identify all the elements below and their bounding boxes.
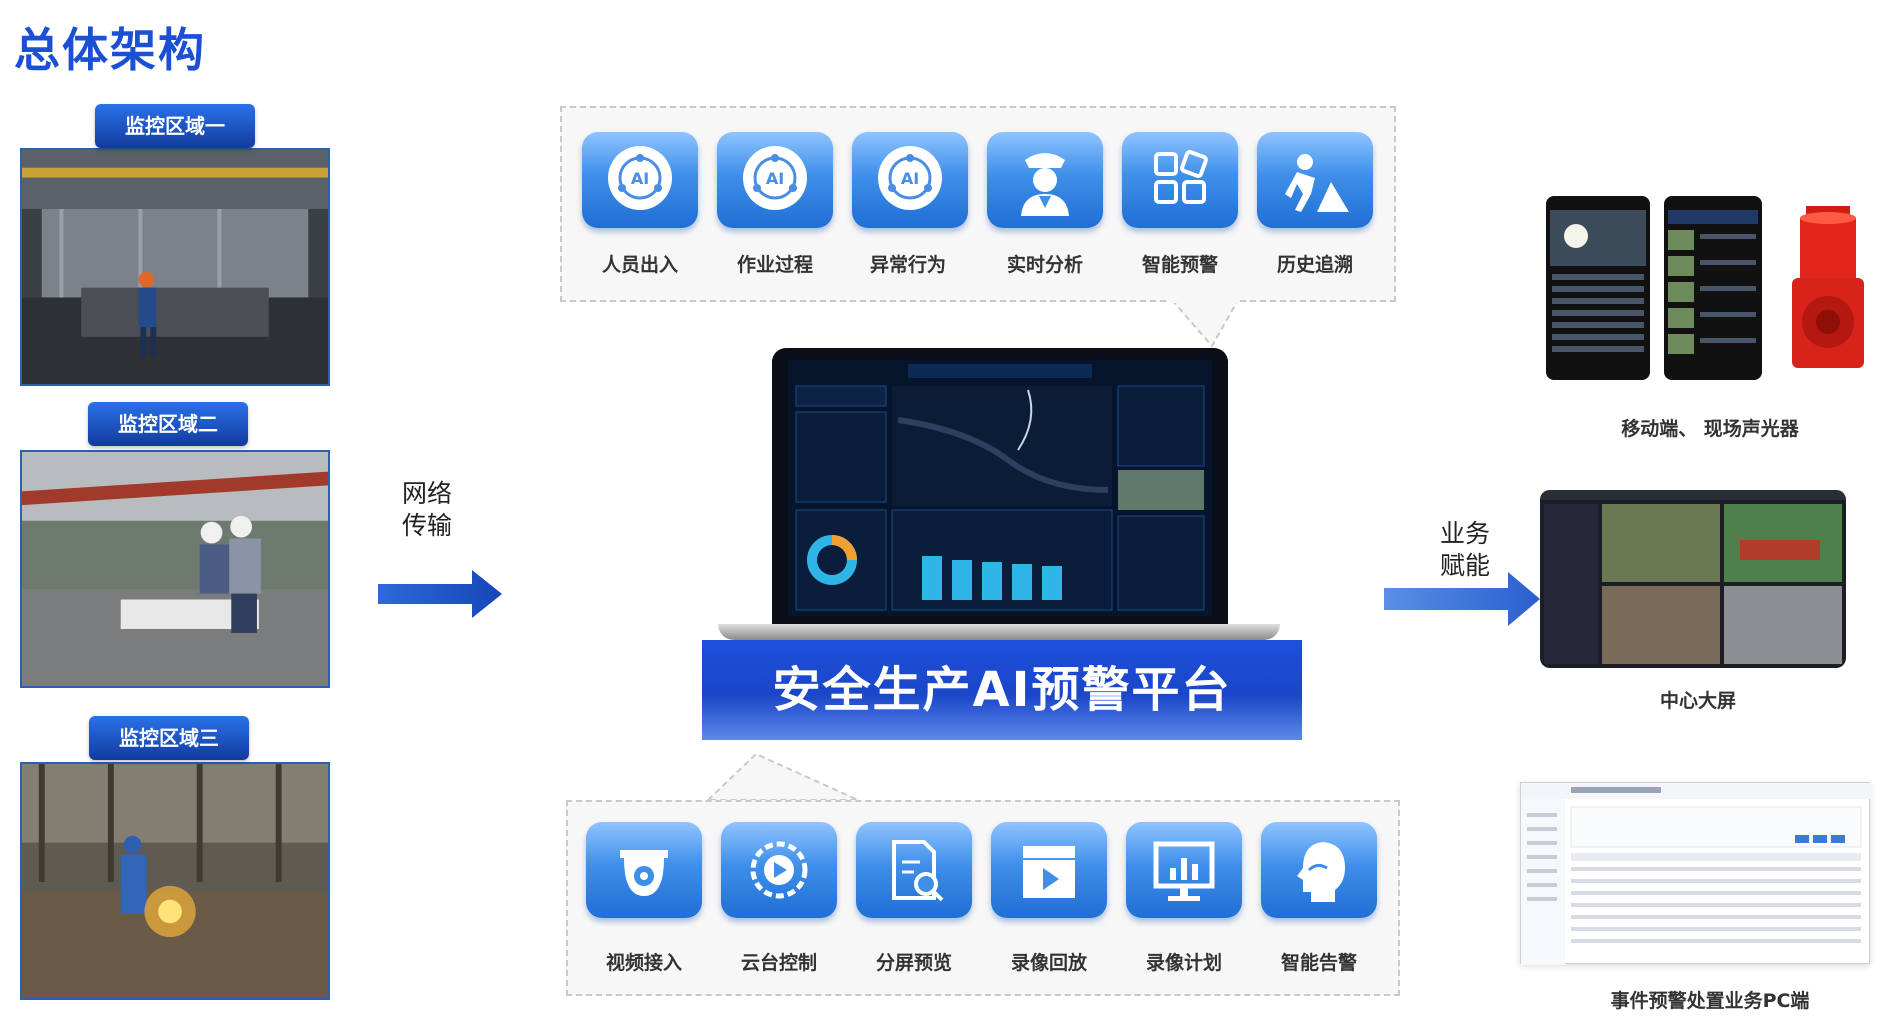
clapper-icon	[1023, 846, 1075, 898]
module-tile-workprocess[interactable]: AI	[717, 132, 833, 228]
dashboard-screenshot	[788, 360, 1212, 616]
svg-text:AI: AI	[901, 169, 919, 188]
module-label-workprocess: 作业过程	[736, 254, 813, 276]
right-flow-arrow	[1384, 572, 1540, 626]
ai-icon: AI	[608, 146, 672, 210]
module-tile-record-plan[interactable]	[1126, 822, 1242, 918]
dome-camera-icon	[620, 850, 668, 896]
module-label-warning: 智能预警	[1141, 254, 1218, 276]
pc-interface-screenshot	[1520, 782, 1871, 965]
right-arrow-caption: 业务 赋能	[1430, 518, 1500, 582]
module-label-abnormal: 异常行为	[869, 254, 946, 276]
module-label-ptz: 云台控制	[740, 952, 817, 974]
right-arrow-caption-line1: 业务	[1439, 519, 1490, 548]
left-arrow-caption: 网络 传输	[392, 478, 462, 542]
zone-label-1: 监控区域一	[95, 104, 255, 148]
module-tile-video-access[interactable]	[586, 822, 702, 918]
module-tile-warning[interactable]	[1122, 132, 1238, 228]
module-label-realtime: 实时分析	[1006, 254, 1083, 276]
module-label-history: 历史追溯	[1276, 254, 1353, 276]
monitor-chart-icon	[1153, 841, 1215, 901]
ai-icon: AI	[743, 146, 807, 210]
bottom-panel-pointer	[705, 752, 859, 801]
module-label-video-access: 视频接入	[605, 952, 682, 974]
module-label-playback: 录像回放	[1010, 952, 1087, 974]
officer-icon	[1021, 153, 1069, 216]
mobile-phone-1	[1546, 196, 1650, 380]
module-label-split-preview: 分屏预览	[875, 952, 952, 974]
laptop-screen	[772, 348, 1228, 626]
svg-text:AI: AI	[766, 169, 784, 188]
left-arrow-caption-line2: 传输	[401, 511, 452, 540]
module-label-record-plan: 录像计划	[1145, 952, 1222, 974]
module-tile-personnel[interactable]: AI	[582, 132, 698, 228]
output-label-bigscreen: 中心大屏	[1659, 690, 1736, 712]
module-tile-split-preview[interactable]	[856, 822, 972, 918]
page-title: 总体架构	[14, 23, 206, 77]
zone-photo-1	[20, 148, 330, 386]
worker-icon	[1285, 154, 1349, 212]
right-arrow-caption-line2: 赋能	[1439, 551, 1490, 580]
head-icon	[1297, 842, 1345, 902]
module-tile-realtime[interactable]	[987, 132, 1103, 228]
center-screen-monitor	[1540, 490, 1846, 668]
zone-label-3: 监控区域三	[89, 716, 249, 760]
module-tile-ptz[interactable]	[721, 822, 837, 918]
platform-banner: 安全生产AI预警平台	[702, 640, 1302, 740]
output-label-mobile: 移动端、 现场声光器	[1621, 418, 1799, 440]
zone-label-2: 监控区域二	[88, 402, 248, 446]
ai-modules-panel	[560, 106, 1396, 302]
grid-icon	[1154, 150, 1208, 204]
ai-icon: AI	[878, 146, 942, 210]
document-search-icon	[892, 840, 944, 902]
zone-photo-3	[20, 762, 330, 1000]
module-label-personnel: 人员出入	[601, 254, 678, 276]
zone-photo-2	[20, 450, 330, 688]
module-label-smart-alarm: 智能告警	[1280, 952, 1357, 974]
laptop-base	[718, 624, 1280, 640]
module-tile-playback[interactable]	[991, 822, 1107, 918]
module-tile-smart-alarm[interactable]	[1261, 822, 1377, 918]
left-flow-arrow	[378, 570, 502, 618]
top-panel-pointer	[1170, 300, 1240, 348]
output-label-pc: 事件预警处置业务PC端	[1610, 990, 1810, 1012]
left-arrow-caption-line1: 网络	[401, 479, 452, 508]
svg-text:AI: AI	[631, 169, 649, 188]
mobile-phone-2	[1664, 196, 1762, 380]
alarm-siren-icon	[1792, 206, 1864, 368]
gear-play-icon	[750, 841, 808, 899]
module-tile-history[interactable]	[1257, 132, 1373, 228]
module-tile-abnormal[interactable]: AI	[852, 132, 968, 228]
